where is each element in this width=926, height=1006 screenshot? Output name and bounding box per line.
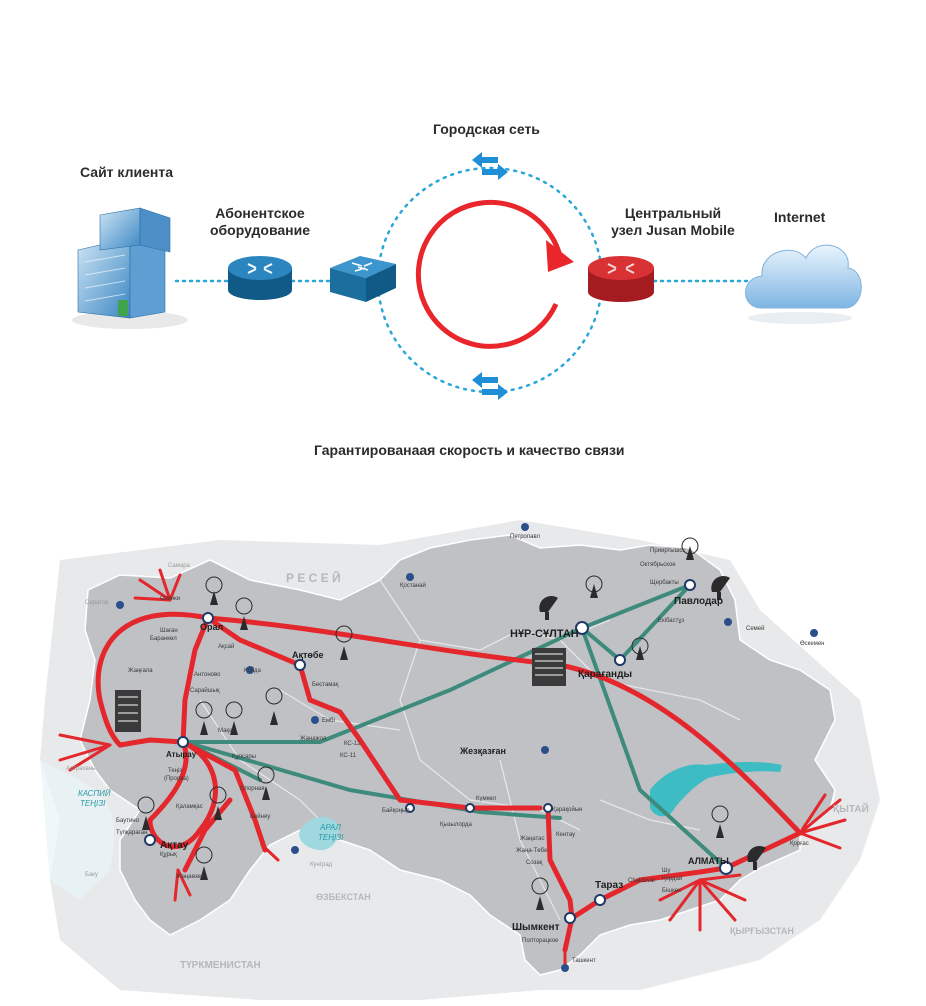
label-poltoratsk: Полторацкое: [522, 938, 559, 944]
network-diagram: [72, 152, 862, 400]
label-russia: Р Е С Е Й: [286, 570, 341, 585]
internet-label: Internet: [774, 209, 826, 225]
subscriber-router-icon: [228, 256, 292, 300]
label-uzbekistan: ӨЗБЕКСТАН: [316, 892, 371, 902]
label-pavlodar: Павлодар: [674, 596, 723, 607]
label-kulsary: Құлсары: [232, 754, 256, 760]
client-site-label: Сайт клиента: [80, 164, 173, 180]
label-bishkek: Бішкек: [662, 888, 681, 894]
label-aksai: Ақсай: [218, 643, 234, 650]
label-khorgos: Қорғас: [790, 841, 809, 847]
cloud-icon: [745, 244, 862, 324]
label-aktau: Ақтау: [160, 840, 189, 851]
label-karakoin: Қарақойын: [552, 806, 582, 813]
guarantee-caption: Гарантированаая скорость и качество связ…: [314, 442, 625, 458]
ring-arrowhead: [546, 240, 574, 272]
central-node-label: Центральный узел Jusan Mobile: [611, 205, 735, 238]
server-rack-icon: [532, 648, 566, 686]
label-sarayshyk: Сарайшық: [190, 687, 220, 694]
kazakhstan-land: [79, 534, 836, 976]
label-astrakhan: Астрахань: [66, 766, 95, 772]
label-ekibastuz: Екібастұз: [658, 618, 684, 624]
label-bestamak: Бестамақ: [312, 682, 339, 688]
label-sozak: Созақ: [526, 860, 543, 866]
label-shu: Шу: [662, 868, 671, 874]
label-china: ҚЫТАЙ: [833, 802, 869, 815]
caspian-sea: [40, 760, 115, 900]
satellite-dish-icons: [539, 575, 766, 870]
label-ozinki: Озинки: [160, 596, 180, 602]
label-baku: Баку: [85, 872, 98, 878]
label-ks11: КС-11: [340, 753, 357, 759]
label-chaldovar: Chaldovar: [628, 878, 655, 884]
label-tengiz: Теңіз(Прорва): [164, 768, 189, 782]
label-zhanaozen: Жаңаөзен: [176, 874, 204, 880]
label-shagan: Шаған: [160, 628, 178, 634]
antenna-tower-icons: [137, 537, 729, 910]
building-icon: [72, 207, 188, 329]
aral-sea: [299, 816, 339, 851]
label-embi: Ембі: [322, 718, 335, 724]
city-network-arrows-bottom: [472, 372, 508, 400]
label-turkmenistan: ТҮРКМЕНИСТАН: [180, 960, 261, 971]
label-beineu: Бейнеу: [250, 813, 270, 820]
red-exit-arrows: [58, 568, 847, 967]
balkhash-lake: [650, 761, 782, 817]
label-priirtysh: Прииртышск: [650, 548, 685, 554]
label-saratov: Саратов: [85, 600, 108, 606]
label-kumkol: Күмкөл: [476, 796, 497, 802]
label-zhezkazgan: Жезқазған: [459, 746, 506, 756]
label-kostanai: Қостанай: [400, 582, 426, 589]
label-kordai: Қордай: [662, 875, 682, 882]
label-shymkent: Шымкент: [512, 922, 560, 933]
city-network-arrows-top: [472, 152, 508, 180]
central-router-icon: [588, 256, 654, 302]
label-oktyabr: Октябрьское: [640, 562, 676, 568]
label-oral: Орал: [200, 622, 224, 632]
label-antonovo: Антоново: [194, 672, 221, 678]
city-network-label: Городская сеть: [433, 121, 540, 137]
label-zhangala: Жаңғала: [128, 668, 153, 674]
label-barankul: Баранкөл: [150, 636, 177, 642]
network-nodes: [144, 579, 733, 924]
label-makat: Мақат: [218, 728, 235, 734]
switch-icon: [330, 256, 396, 302]
label-shcherbakty: Щербакты: [650, 580, 679, 586]
label-tupkaragan: Түпқараған: [116, 830, 147, 836]
label-zhanazhol: Жаңажол: [300, 736, 327, 742]
label-oskemen: Өскемен: [800, 641, 824, 647]
label-kalamkas: Қаламқас: [176, 804, 203, 810]
kazakhstan-network-map: Р Е С Е Й ҚЫТАЙ ҚЫРҒЫЗСТАН ӨЗБЕКСТАН ТҮР…: [40, 520, 880, 1000]
label-atyrau: Атырау: [166, 750, 197, 759]
label-samara: Самара: [168, 563, 191, 569]
label-baikonyr: Байқоңыр: [382, 807, 410, 814]
label-karaganda: Қарағанды: [578, 669, 632, 680]
label-tashkent: Ташкент: [572, 958, 596, 964]
label-aktobe: Ақтөбе: [292, 650, 323, 660]
city-markers: [116, 523, 818, 972]
label-semey: Семей: [746, 625, 764, 632]
redundant-ring-arrow: [415, 199, 563, 349]
label-nur-sultan: НҰР-СҰЛТАН: [510, 628, 579, 640]
subscriber-equipment-label: Абонентское оборудование: [209, 205, 311, 238]
label-almaty: АЛМАТЫ: [688, 856, 729, 866]
label-zhana-tobe: Жаңа-Төбе: [516, 848, 548, 854]
label-ks12: КС-12: [344, 741, 361, 747]
label-zhanatas: Жаңатас: [520, 836, 544, 842]
label-kyzylorda: Қызылорда: [440, 822, 472, 828]
label-kungrad: Кунград: [310, 862, 333, 868]
label-kentau: Кентау: [556, 832, 575, 838]
label-taraz: Тараз: [595, 880, 623, 891]
label-bautino: Баутино: [116, 818, 140, 824]
label-petropavl: Петропавл: [510, 534, 541, 540]
label-kyrgyzstan: ҚЫРҒЫЗСТАН: [730, 926, 794, 936]
label-kobda: Қобда: [244, 668, 262, 674]
server-rack-icon: [115, 690, 141, 732]
label-kuryk: Құрық: [160, 852, 177, 858]
label-opornaya: Опорная: [240, 786, 265, 792]
